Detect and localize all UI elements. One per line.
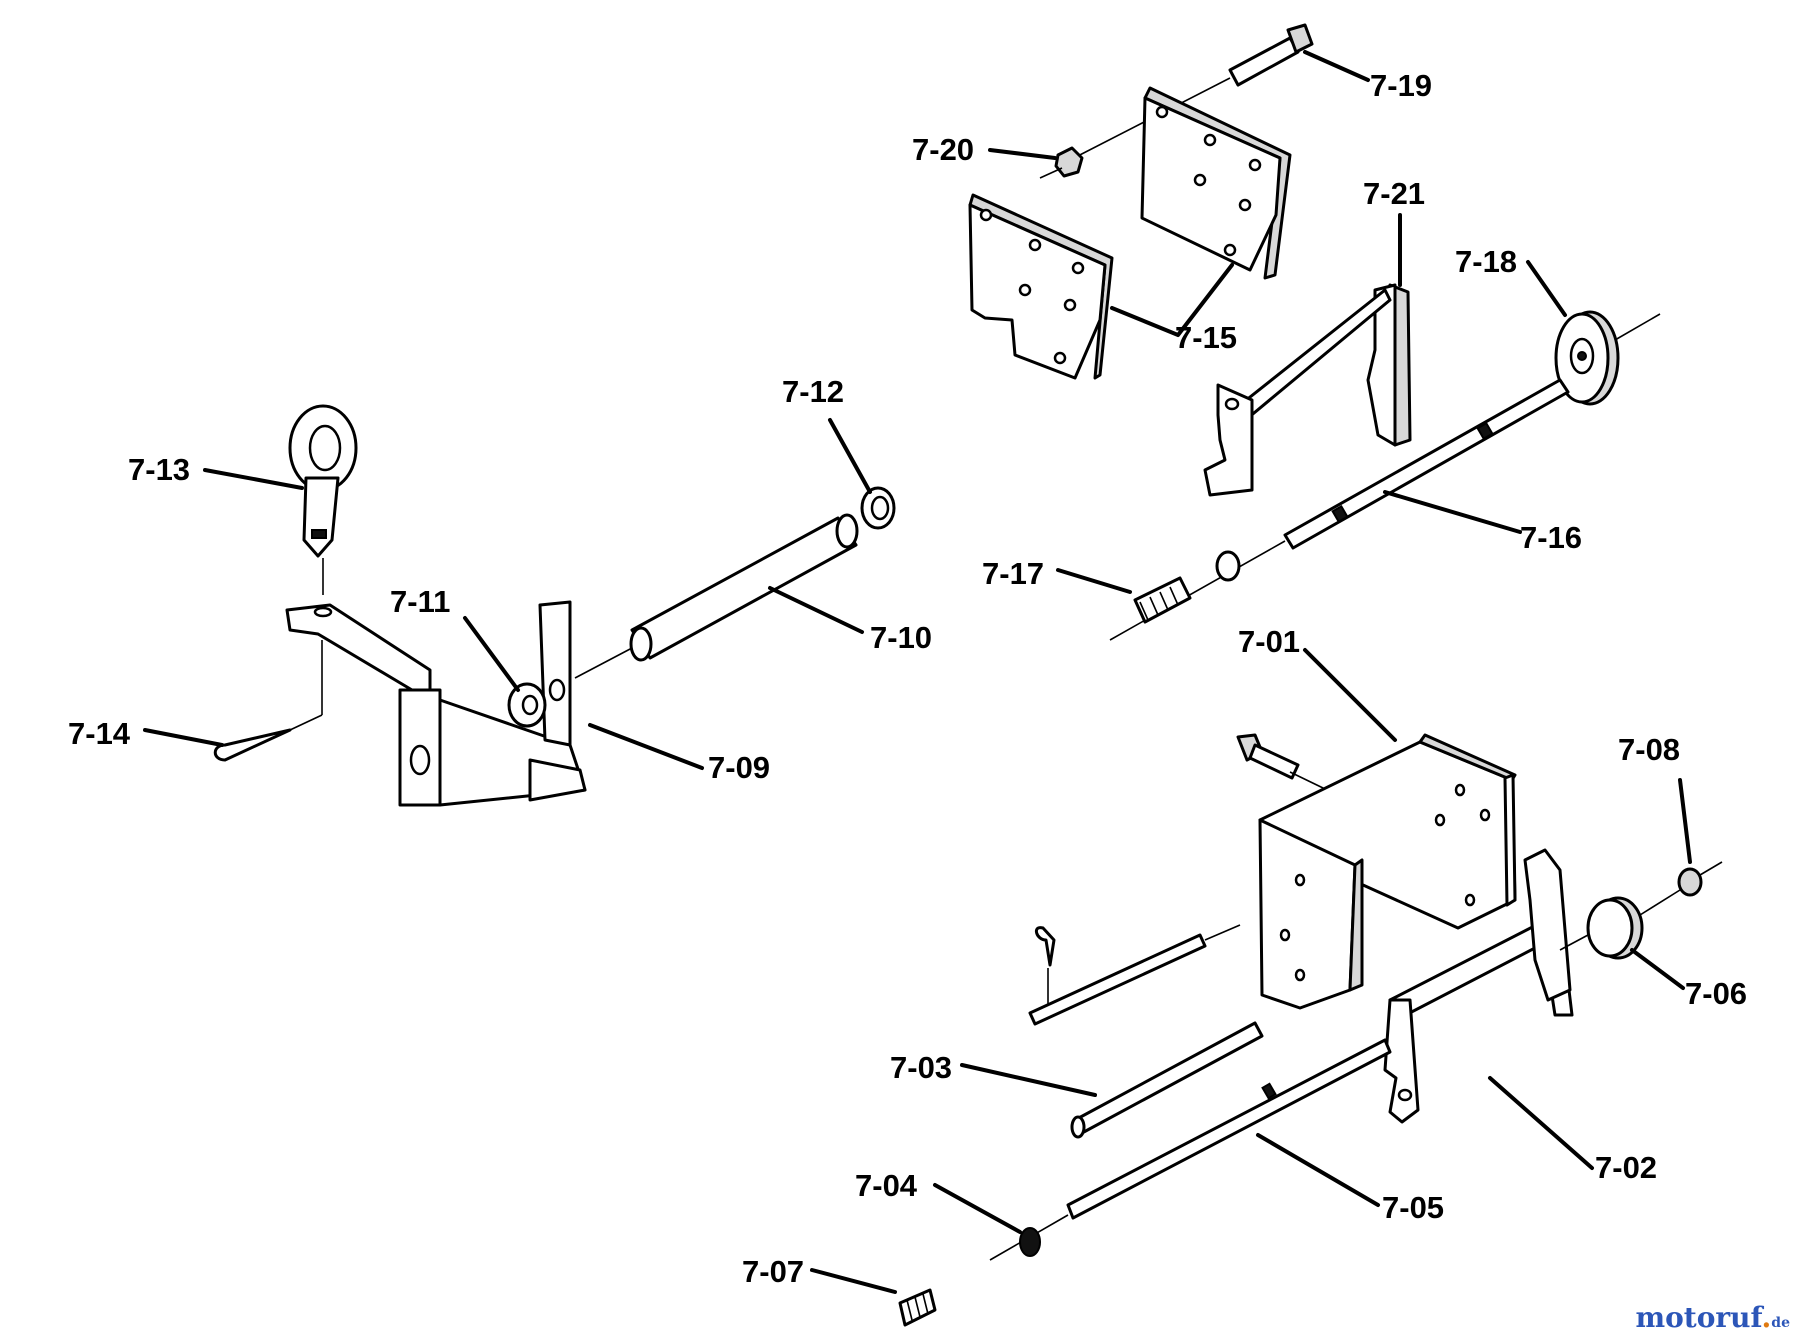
bolt-top bbox=[1228, 23, 1314, 87]
drawbar bbox=[285, 600, 587, 807]
washer bbox=[1215, 550, 1241, 582]
leader-7-12 bbox=[828, 418, 872, 494]
leader-7-08 bbox=[1678, 778, 1692, 864]
leader-7-18 bbox=[1526, 260, 1567, 317]
label-7-14: 7-14 bbox=[68, 716, 131, 751]
leader-7-19 bbox=[1303, 50, 1370, 82]
label-7-07: 7-07 bbox=[742, 1254, 804, 1289]
roller-shaft bbox=[1283, 378, 1570, 550]
u-bracket bbox=[1258, 733, 1517, 1010]
hitch-pin bbox=[288, 404, 358, 558]
label-7-16: 7-16 bbox=[1520, 520, 1582, 555]
label-7-15: 7-15 bbox=[1175, 320, 1237, 355]
lower-yoke bbox=[1383, 848, 1574, 1124]
watermark-logo: motoruf.de bbox=[1635, 1301, 1790, 1334]
bushing bbox=[1677, 867, 1703, 897]
leader-7-13 bbox=[203, 468, 304, 490]
leader-7-17 bbox=[1056, 568, 1132, 594]
leader-7-07 bbox=[810, 1268, 897, 1294]
label-7-19: 7-19 bbox=[1370, 68, 1432, 103]
label-7-20: 7-20 bbox=[912, 132, 974, 167]
hitch-assembly bbox=[213, 404, 896, 807]
leader-7-02 bbox=[1488, 1076, 1594, 1170]
bracket-rod bbox=[1070, 1021, 1264, 1139]
label-7-02: 7-02 bbox=[1595, 1150, 1657, 1185]
watermark-main: motoruf bbox=[1635, 1301, 1762, 1334]
leader-7-11 bbox=[463, 616, 520, 692]
set-screw bbox=[898, 1288, 937, 1327]
label-7-09: 7-09 bbox=[708, 750, 770, 785]
label-7-18: 7-18 bbox=[1455, 244, 1517, 279]
leader-7-04 bbox=[933, 1183, 1022, 1234]
leader-7-14 bbox=[143, 728, 224, 747]
lower-shaft bbox=[1066, 1038, 1392, 1220]
label-7-12: 7-12 bbox=[782, 374, 844, 409]
lower-washer bbox=[1019, 1227, 1041, 1257]
mount-plate-rear bbox=[1140, 86, 1292, 280]
pivot-rod bbox=[1028, 933, 1207, 1026]
leader-lines bbox=[143, 50, 1692, 1294]
label-7-03: 7-03 bbox=[890, 1050, 952, 1085]
compression-spring bbox=[1133, 576, 1192, 624]
leader-7-01 bbox=[1303, 648, 1397, 742]
leader-7-20 bbox=[988, 148, 1057, 160]
leader-7-06 bbox=[1630, 948, 1685, 990]
plate-assembly bbox=[968, 23, 1661, 641]
label-7-13: 7-13 bbox=[128, 452, 190, 487]
label-7-08: 7-08 bbox=[1618, 732, 1680, 767]
part-labels: 7-13 7-14 7-11 7-12 7-10 7-09 7-19 7-20 … bbox=[68, 68, 1747, 1289]
bracket-cotter-pin bbox=[1034, 926, 1056, 1008]
label-7-05: 7-05 bbox=[1382, 1190, 1444, 1225]
leader-7-09 bbox=[588, 723, 704, 770]
snap-ring bbox=[860, 486, 896, 530]
hitch-shaft bbox=[629, 513, 859, 662]
nut bbox=[1054, 146, 1084, 178]
roller-wheel bbox=[1554, 310, 1620, 406]
yoke-bracket bbox=[1203, 283, 1412, 497]
leader-7-16 bbox=[1383, 490, 1522, 534]
watermark-suffix: de bbox=[1771, 1315, 1790, 1331]
mount-plate-front bbox=[968, 193, 1114, 380]
leader-7-03 bbox=[960, 1063, 1097, 1097]
main-bracket-assembly bbox=[898, 733, 1723, 1327]
label-7-21: 7-21 bbox=[1363, 176, 1425, 211]
label-7-06: 7-06 bbox=[1685, 976, 1747, 1011]
leader-7-15 bbox=[1110, 263, 1234, 337]
leader-7-10 bbox=[768, 586, 864, 634]
label-7-17: 7-17 bbox=[982, 556, 1044, 591]
lower-roller bbox=[1586, 896, 1644, 960]
spacer-bushing bbox=[507, 682, 547, 728]
label-7-10: 7-10 bbox=[870, 620, 932, 655]
label-7-01: 7-01 bbox=[1238, 624, 1300, 659]
label-7-04: 7-04 bbox=[855, 1168, 918, 1203]
watermark-dot: . bbox=[1761, 1301, 1772, 1334]
cotter-pin bbox=[213, 640, 323, 762]
label-7-11: 7-11 bbox=[390, 584, 450, 619]
leader-7-05 bbox=[1256, 1133, 1380, 1207]
bracket-bolt bbox=[1236, 733, 1300, 780]
